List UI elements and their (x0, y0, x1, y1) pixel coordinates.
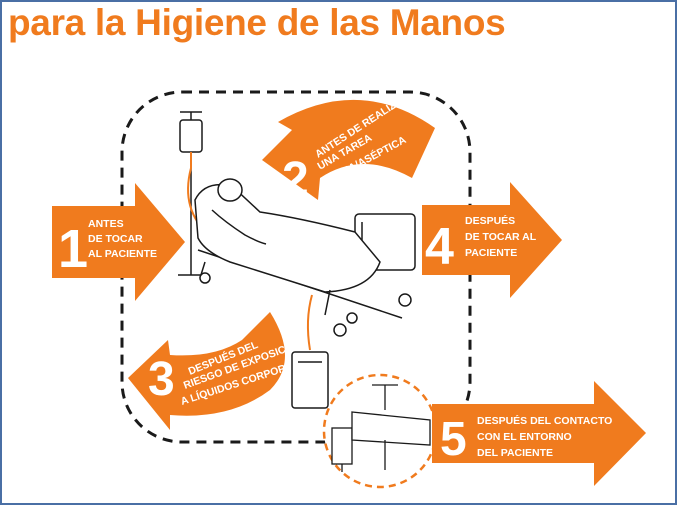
page-title: para la Higiene de las Manos (8, 2, 506, 43)
moment-3-number: 3 (148, 353, 175, 406)
environment-bed-icon (331, 384, 431, 472)
moment-4-line-3: PACIENTE (465, 247, 517, 259)
moment-5-line-1: DESPUÉS DEL CONTACTO (477, 414, 612, 427)
moment-4-number: 4 (425, 218, 454, 276)
moment-5-arrow: 5 DESPUÉS DEL CONTACTO CON EL ENTORNO DE… (432, 381, 646, 486)
moment-4-line-1: DESPUÉS (465, 214, 515, 227)
hospital-bed-icon (194, 178, 416, 337)
moment-1-arrow: 1 ANTES DE TOCAR AL PACIENTE (52, 183, 185, 301)
moment-5-line-3: DEL PACIENTE (477, 447, 553, 459)
moment-1-line-1: ANTES (88, 218, 124, 230)
moment-2-number: 2 (282, 153, 309, 206)
moment-1-line-3: AL PACIENTE (88, 248, 157, 260)
moment-3-arrow: 3 DESPUÉS DEL RIESGO DE EXPOSICIÓN A LÍQ… (128, 312, 314, 430)
moment-2-arrow: 2 ANTES DE REALIZAR UNA TAREA LIMPIA/ASÉ… (262, 91, 435, 206)
drainage-bag-icon (291, 294, 329, 409)
moment-4-arrow: 4 DESPUÉS DE TOCAR AL PACIENTE (422, 182, 562, 298)
moment-1-line-2: DE TOCAR (88, 233, 143, 245)
moment-5-line-2: CON EL ENTORNO (477, 431, 572, 443)
moment-5-number: 5 (440, 413, 467, 466)
moment-1-number: 1 (58, 219, 88, 279)
moment-4-line-2: DE TOCAR AL (465, 231, 537, 243)
